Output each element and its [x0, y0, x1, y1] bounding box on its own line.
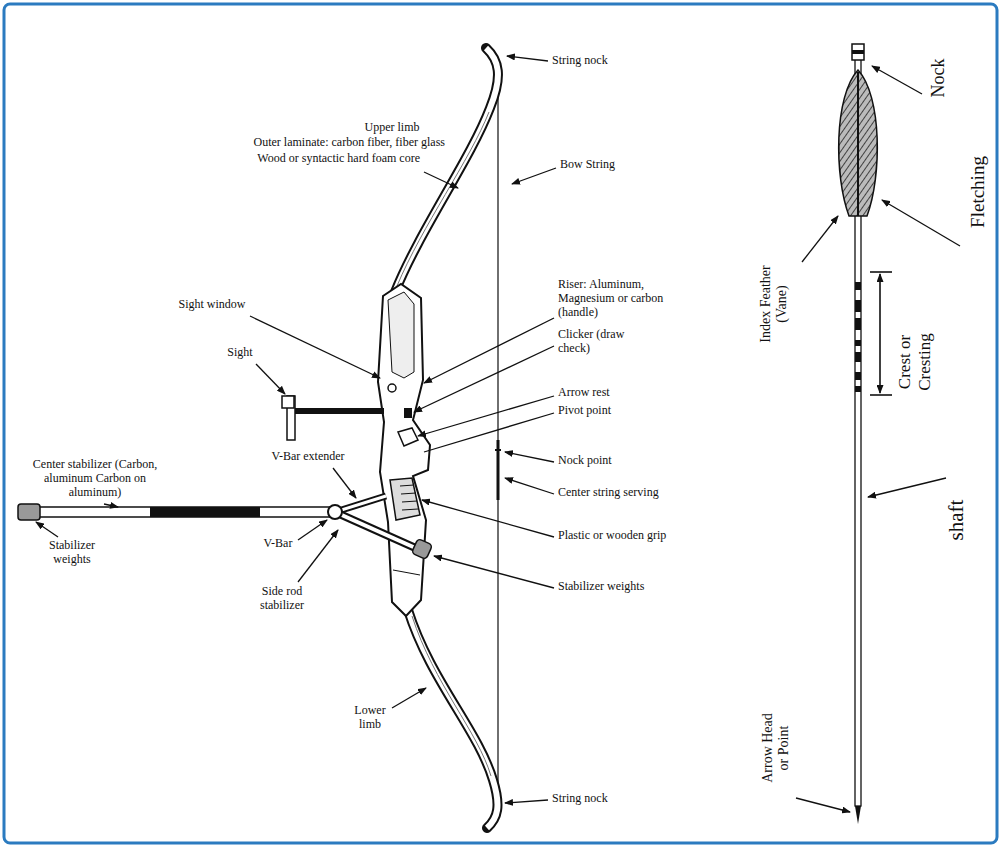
part-label: Sight	[227, 346, 252, 360]
part-label: Stabilizer weights	[37, 539, 107, 567]
part-label: Lower limb	[349, 704, 391, 732]
part-label: Riser: Aluminum, Magnesium or carbon (ha…	[558, 278, 680, 319]
part-label: Fletching	[967, 156, 989, 228]
part-label: Side rod stabilizer	[247, 585, 317, 613]
part-label: Clicker (draw check)	[558, 328, 638, 356]
part-label: Nock point	[558, 454, 612, 468]
part-label: Wood or syntactic hard foam core	[257, 152, 420, 166]
part-label: Center string serving	[558, 486, 659, 500]
part-label: Arrow Head or Point	[760, 708, 792, 788]
part-label: Sight window	[178, 298, 245, 312]
nock-point	[495, 449, 501, 451]
lower-limb	[408, 610, 498, 828]
part-label: Plastic or wooden grip	[558, 529, 666, 543]
part-label: String nock	[552, 54, 608, 68]
part-label: Outer laminate: carbon fiber, fiber glas…	[254, 136, 445, 150]
leader-lines	[36, 56, 960, 812]
bow-string	[487, 50, 498, 824]
part-label: Index Feather (Vane)	[758, 252, 790, 357]
part-label: Crest or Cresting	[895, 318, 934, 406]
part-label: Nock	[928, 59, 949, 98]
upper-limb	[395, 48, 498, 292]
part-label: String nock	[552, 792, 608, 806]
part-label: Bow String	[560, 158, 615, 172]
part-label: V-Bar	[264, 537, 293, 551]
part-label: V-Bar extender	[271, 450, 344, 464]
part-label: Stabilizer weights	[558, 580, 644, 594]
part-label: Arrow rest	[558, 386, 610, 400]
arrow-figure	[839, 44, 878, 824]
part-label: Center stabilizer (Carbon, aluminum Carb…	[33, 458, 158, 499]
part-label: Upper limb	[365, 121, 420, 135]
part-label: shaft	[944, 500, 968, 541]
riser	[378, 284, 430, 616]
sight	[282, 396, 384, 440]
frame	[4, 4, 997, 843]
part-label: Pivot point	[558, 404, 611, 418]
